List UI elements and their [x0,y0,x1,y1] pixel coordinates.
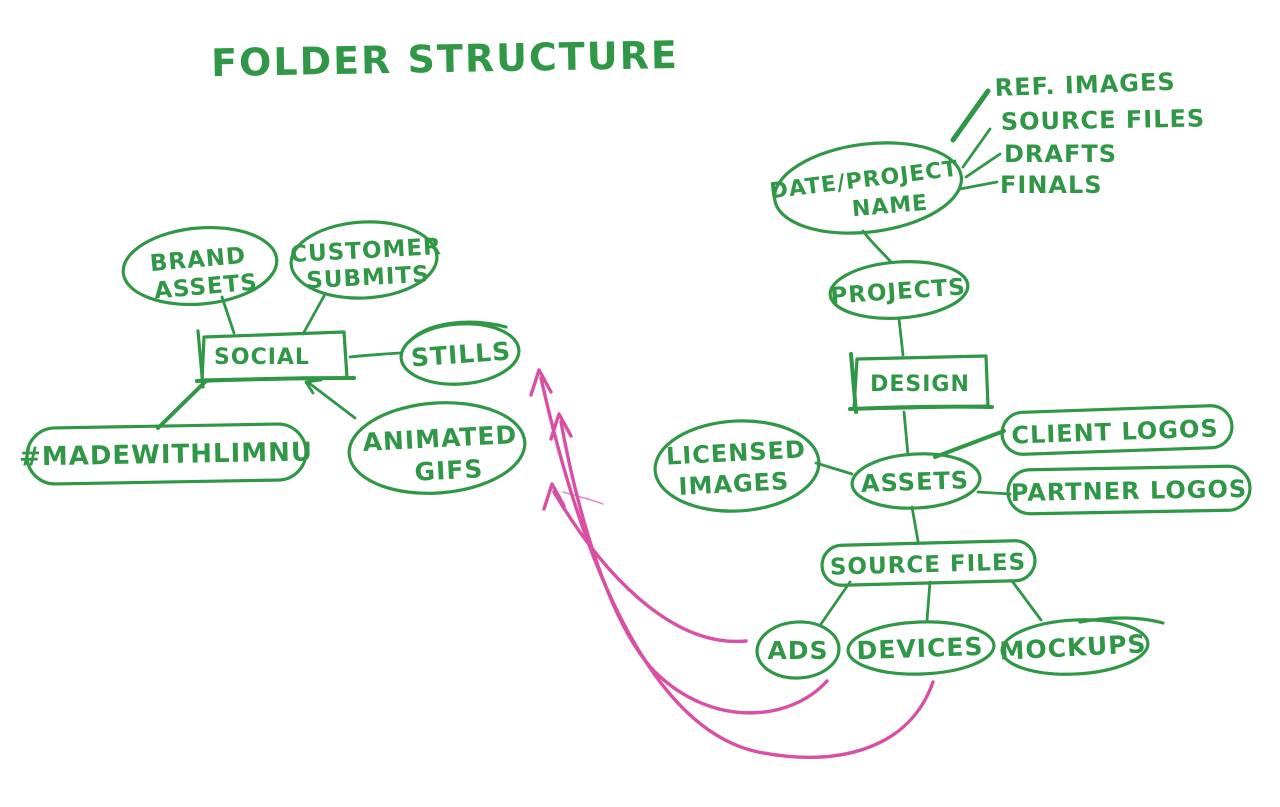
licensed-images-label-2: IMAGES [678,467,790,501]
customer-submits-outline [289,220,439,300]
edge-source-files-devices [925,580,932,622]
pink-arrows [529,368,935,759]
assets-outline [850,452,982,510]
edge-animated-gifs-social [307,381,357,420]
node-partner-logos: PARTNER LOGOS [1006,464,1252,516]
licensed-images-label-1: LICENSED [665,435,806,470]
node-assets: ASSETS [850,452,982,510]
arrow-mockups-to-stills [539,376,935,759]
design-overdraw-bottom [848,404,994,411]
source-files-branch-label: SOURCE FILES [1001,104,1206,136]
date-project-name-label-2: NAME [851,191,929,223]
devices-outline [846,620,996,676]
edge-animated-gifs-arrowhead [304,378,323,395]
node-madewithlimnu: #MADEWITHLIMNU [19,422,313,486]
customer-submits-label-2: SUBMITS [306,262,431,294]
arrow-mockups-to-stills-head [529,368,553,397]
edge-social-madewithlimnu [156,380,207,430]
edge-assets-licensed-images [814,461,854,476]
devices-label: DEVICES [856,632,984,665]
ads-outline [755,620,841,680]
brand-assets-outline [121,225,279,307]
page-title: FOLDER STRUCTURE [211,33,679,85]
edge-customer-submits-social [301,294,326,336]
finals-label: FINALS [1000,171,1103,199]
pink-sketch-stroke [562,491,604,505]
stills-overdraw-top [408,320,508,343]
edge-design-assets [902,410,910,457]
edge-date-drafts [964,152,1002,179]
design-label: DESIGN [870,372,970,397]
social-overdraw-left [196,329,205,389]
edge-source-files-ads [819,580,852,626]
source-files-outline [820,539,1037,587]
node-projects: PROJECTS [828,260,970,320]
node-client-logos: CLIENT LOGOS [1000,404,1234,456]
animated-gifs-label-1: ANIMATED [362,420,518,457]
node-social: SOCIAL [195,329,356,389]
node-design: DESIGN [848,352,994,414]
arrow-ads-to-stills [552,490,748,644]
node-ads: ADS [755,620,841,680]
edge-brand-assets-social [220,295,236,335]
node-customer-submits: CUSTOMER SUBMITS [289,220,442,300]
social-label: SOCIAL [214,345,310,370]
design-overdraw-left [849,352,858,414]
licensed-images-outline [653,419,821,513]
edge-date-ref-images [950,88,991,143]
ref-images-label: REF. IMAGES [994,68,1176,102]
client-logos-label: CLIENT LOGOS [1011,414,1219,449]
animated-gifs-label-2: GIFS [414,454,484,487]
edge-date-source-files [961,127,992,169]
node-animated-gifs: ANIMATED GIFS [347,401,527,495]
projects-label: PROJECTS [830,274,967,309]
node-devices: DEVICES [846,620,996,676]
madewithlimnu-label: #MADEWITHLIMNU [19,437,313,472]
node-source-files: SOURCE FILES [820,539,1037,587]
edge-date-finals [958,180,999,191]
node-licensed-images: LICENSED IMAGES [653,419,821,513]
arrow-ads-to-stills-head [542,482,566,511]
client-logos-outline [1000,404,1234,456]
edge-projects-design [897,317,905,357]
edge-social-stills [348,351,402,359]
node-brand-assets: BRAND ASSETS [121,225,279,307]
node-date-project-name: DATE/PROJECT NAME [768,141,964,235]
ads-label: ADS [767,636,828,665]
node-mockups: MOCKUPS [999,616,1165,676]
partner-logos-label: PARTNER LOGOS [1011,475,1248,507]
edge-assets-partner-logos [976,490,1012,496]
partner-logos-outline [1006,464,1252,516]
animated-gifs-outline [347,401,527,495]
mockups-overdraw-top [1078,616,1165,625]
edge-assets-source-files [910,505,920,543]
projects-outline [828,260,970,320]
date-project-name-outline [772,141,964,235]
social-overdraw-bottom [195,376,356,383]
drafts-label: DRAFTS [1004,140,1117,168]
mockups-outline [1000,618,1150,676]
arrow-devices-to-stills [559,420,829,715]
madewithlimnu-outline [25,422,308,486]
branch-labels: REF. IMAGES SOURCE FILES DRAFTS FINALS [994,68,1205,199]
edge-source-files-mockups [1010,579,1043,622]
edge-assets-client-logos [933,429,1006,459]
edge-date-projects [861,229,893,264]
mockups-label: MOCKUPS [999,629,1147,666]
assets-label: ASSETS [861,466,970,498]
stills-label: STILLS [410,337,512,373]
source-files-label: SOURCE FILES [830,549,1027,580]
node-stills: STILLS [399,320,521,386]
